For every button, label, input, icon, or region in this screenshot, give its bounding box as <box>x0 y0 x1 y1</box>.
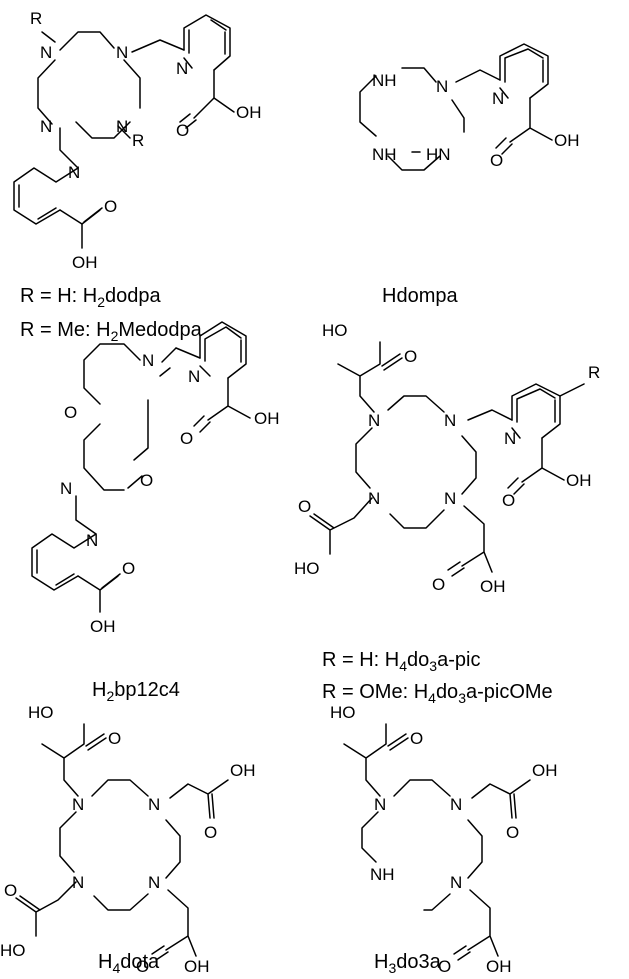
caption-dota-visible: H4dota <box>98 951 160 976</box>
atom-oh: OH <box>236 103 262 122</box>
atom-o: O <box>298 497 311 516</box>
caption-do3a-pic: R = H: H4do3a-pic R = OMe: H4do3a-picOMe <box>322 649 553 706</box>
atom-oh: OH <box>184 957 210 974</box>
caption-line: R = H: H2dodpa <box>20 285 162 310</box>
atom-n: N <box>40 117 52 136</box>
atom-r: R <box>588 363 600 382</box>
atom-n: N <box>40 43 52 62</box>
atom-oh: OH <box>254 409 280 428</box>
atom-nh: NH <box>372 145 397 164</box>
atom-oh: OH <box>532 761 558 780</box>
atom-o: O <box>204 823 217 842</box>
atom-nh: NH <box>370 865 395 884</box>
atom-o: O <box>4 881 17 900</box>
atom-n: N <box>188 367 200 386</box>
atom-oh: OH <box>90 617 116 636</box>
atom-o: O <box>506 823 519 842</box>
atom-n: N <box>436 77 448 96</box>
atom-hn: HN <box>426 145 451 164</box>
atom-n: N <box>72 873 84 892</box>
atom-n: N <box>368 489 380 508</box>
atom-ho: HO <box>294 559 320 578</box>
atom-n: N <box>492 89 504 108</box>
caption-do3a: H3do3a <box>374 951 442 976</box>
atom-o: O <box>136 957 149 974</box>
caption-line: H4dota <box>98 951 160 974</box>
atom-n: N <box>444 489 456 508</box>
atom-o: O <box>438 957 451 974</box>
caption-bp12c4: H2bp12c4 <box>92 679 180 704</box>
atom-o: O <box>410 729 423 748</box>
atom-o: O <box>502 491 515 510</box>
atom-n: N <box>450 873 462 892</box>
structure-dompa: NH N NH HN N O OH <box>359 43 580 171</box>
atom-o: O <box>176 121 189 140</box>
atom-ho: HO <box>330 703 356 722</box>
atom-n: N <box>176 59 188 78</box>
atom-o: O <box>108 729 121 748</box>
structure-dota: HO O OH O N N N N O HO O OH <box>0 703 256 976</box>
caption-dodpa: R = H: H2dodpa R = Me: H2Medodpa <box>20 285 203 344</box>
caption-line: R = H: H4do3a-pic <box>322 649 480 674</box>
atom-oh: OH <box>554 131 580 150</box>
atom-n: N <box>68 163 80 182</box>
atom-ho: HO <box>322 321 348 340</box>
atom-o: O <box>122 559 135 578</box>
atom-n: N <box>142 351 154 370</box>
atom-o: O <box>140 471 153 490</box>
caption-line: R = Me: H2Medodpa <box>20 319 203 344</box>
structure-bp12c4: O N N O N O OH N O OH <box>31 321 280 636</box>
atom-oh: OH <box>230 761 256 780</box>
atom-n: N <box>116 43 128 62</box>
atom-o: O <box>432 575 445 594</box>
atom-oh: OH <box>566 471 592 490</box>
atom-oh: OH <box>72 253 98 272</box>
atom-n: N <box>116 117 128 136</box>
atom-o: O <box>64 403 77 422</box>
atom-o: O <box>404 347 417 366</box>
structure-dodpa: R N N N N R N O OH N O OH <box>13 9 262 272</box>
atom-n: N <box>60 479 72 498</box>
atom-n: N <box>368 411 380 430</box>
caption-dompa: Hdompa <box>382 285 458 307</box>
atom-nh: NH <box>372 71 397 90</box>
atom-r: R <box>132 131 144 150</box>
caption-line: H3do3a <box>374 951 442 974</box>
atom-n: N <box>504 429 516 448</box>
atom-o: O <box>180 429 193 448</box>
atom-n: N <box>444 411 456 430</box>
structure-do3a: HO O OH O N N NH N O OH <box>330 703 558 976</box>
atom-n: N <box>148 795 160 814</box>
atom-o: O <box>490 151 503 170</box>
atom-n: N <box>450 795 462 814</box>
atom-n: N <box>86 531 98 550</box>
atom-n: N <box>72 795 84 814</box>
atom-ho: HO <box>0 941 26 960</box>
atom-ho: HO <box>28 703 54 722</box>
atom-n: N <box>374 795 386 814</box>
caption-line: R = OMe: H4do3a-picOMe <box>322 681 553 706</box>
atom-r: R <box>30 9 42 28</box>
atom-n: N <box>148 873 160 892</box>
atom-oh: OH <box>486 957 512 974</box>
atom-oh: OH <box>480 577 506 596</box>
atom-o: O <box>104 197 117 216</box>
structure-do3a-pic: HO O N N N N R N O OH O HO O OH <box>294 321 600 596</box>
